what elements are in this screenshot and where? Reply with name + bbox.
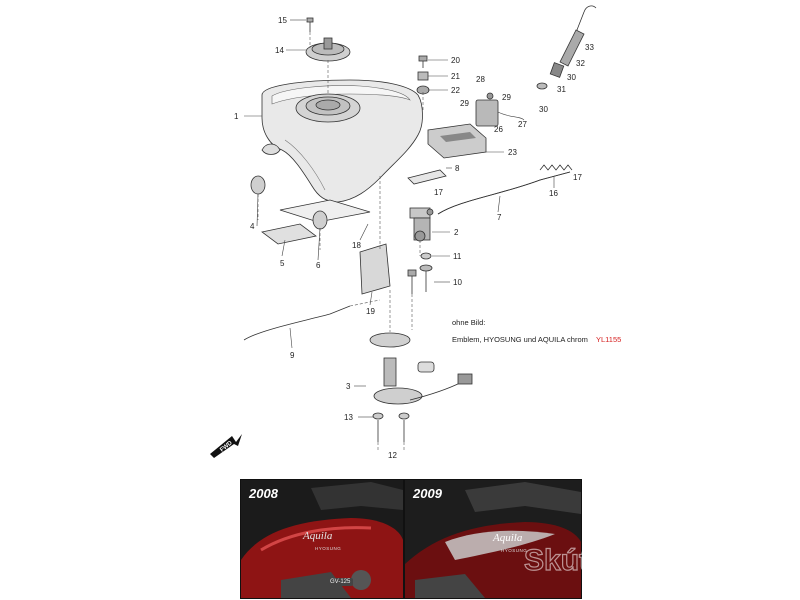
not-pictured-note: ohne Bild: Emblem, HYOSUNG und AQUILA ch… (452, 314, 621, 348)
tank-emblem: Aquila (303, 530, 333, 542)
callout: 15 (278, 16, 287, 25)
photo-year: 2008 (249, 486, 278, 501)
callout: 32 (576, 59, 585, 68)
damper-6 (312, 210, 328, 230)
watermark-line1: Skútr (524, 544, 601, 577)
rubber-pad-23 (427, 123, 487, 159)
gasket-8 (407, 169, 447, 185)
forward-direction-arrow-icon: FWD (210, 434, 242, 458)
petcock-bolt (419, 252, 433, 292)
callout: 26 (494, 125, 503, 134)
watermark-logo: Skútr Revne.cz (523, 543, 659, 594)
callout: 27 (518, 120, 527, 129)
part-code: YL1155 (595, 335, 622, 344)
pad-5 (261, 223, 317, 245)
leader-lines (244, 19, 555, 418)
bolt-10 (407, 269, 417, 294)
callout: 21 (451, 72, 460, 81)
photo-2008-tank: 2008 Aquila HYOSUNG GV-125 (240, 479, 404, 599)
callout: 6 (316, 261, 321, 270)
tank-brand: HYOSUNG (501, 548, 528, 553)
callout: 10 (453, 278, 462, 287)
callout: 22 (451, 86, 460, 95)
callout: 17 (573, 173, 582, 182)
heat-shield-19 (359, 243, 391, 295)
fuel-cap (305, 37, 351, 62)
callout: 23 (508, 148, 517, 157)
callout: 7 (497, 213, 502, 222)
vent-cable (536, 5, 597, 90)
model-plate: GV-125 (327, 578, 354, 586)
photo-year: 2009 (413, 486, 442, 501)
callout: 33 (585, 43, 594, 52)
callout: 30 (539, 105, 548, 114)
tank-brand: HYOSUNG (315, 546, 342, 551)
callout: 9 (290, 351, 295, 360)
fuel-tank (261, 79, 423, 203)
callout: 13 (344, 413, 353, 422)
callout: 4 (250, 222, 255, 231)
fuel-valve-assembly (475, 92, 525, 127)
fuel-petcock (409, 207, 434, 242)
screw-15 (306, 17, 314, 32)
callout: 28 (476, 75, 485, 84)
sender-screws (372, 412, 410, 442)
fuel-level-sender (369, 332, 473, 405)
callout: 18 (352, 241, 361, 250)
callout: 8 (455, 164, 460, 173)
callout: 19 (366, 307, 375, 316)
callout: 29 (460, 99, 469, 108)
damper-4 (250, 175, 266, 195)
callout: 29 (502, 93, 511, 102)
callout: 14 (275, 46, 284, 55)
callout: 1 (234, 112, 239, 121)
callout: 11 (453, 252, 462, 261)
note-item-description: Emblem, HYOSUNG und AQUILA chrom (452, 335, 588, 344)
insulation-sheet (279, 199, 371, 223)
drain-hose-9 (243, 305, 351, 341)
assembly-lines (257, 32, 424, 450)
callout: 17 (434, 188, 443, 197)
spring-16 (539, 164, 573, 171)
photo-2009-tank: 2009 Aquila HYOSUNG (404, 479, 582, 599)
callout: 5 (280, 259, 285, 268)
callout: 31 (557, 85, 566, 94)
note-heading: ohne Bild: (452, 318, 486, 327)
callout: 30 (567, 73, 576, 82)
tank-emblem: Aquila (493, 532, 523, 544)
callout: 20 (451, 56, 460, 65)
callout: 3 (346, 382, 351, 391)
note-item: Emblem, HYOSUNG und AQUILA chrom YL1155 (452, 331, 621, 348)
callout: 2 (454, 228, 459, 237)
callout: 16 (549, 189, 558, 198)
callout: 12 (388, 451, 397, 460)
callout-labels: 1 2 3 4 5 6 7 8 9 10 11 12 13 14 15 16 1… (234, 16, 594, 460)
watermark-line2: Revne.cz (590, 577, 659, 594)
mount-bolt-stack (416, 55, 430, 95)
